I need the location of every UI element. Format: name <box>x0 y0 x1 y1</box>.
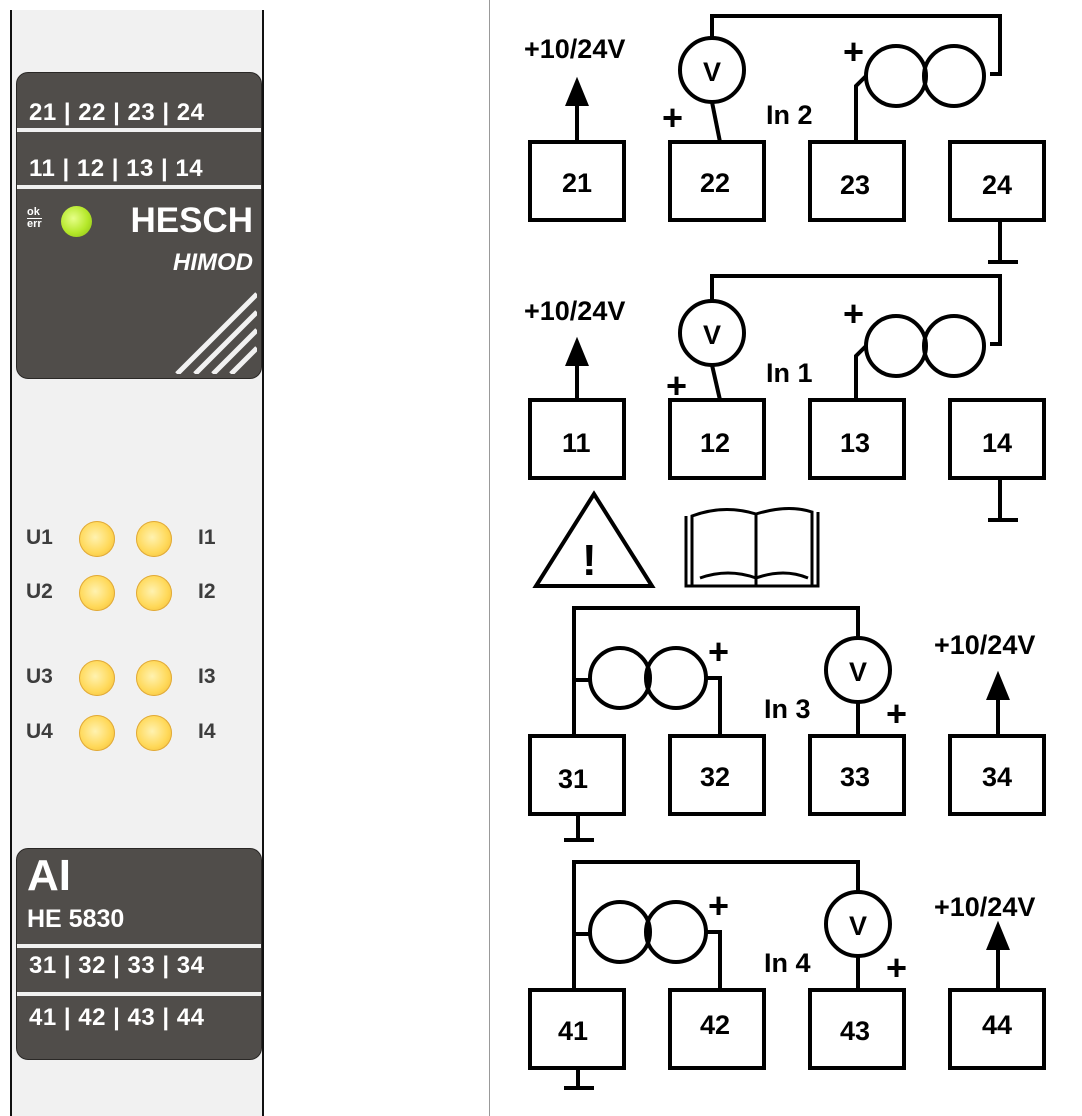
led-i4-icon <box>136 715 172 751</box>
terminal-box-32 <box>668 734 766 816</box>
terminal-row-31-34: 31 | 32 | 33 | 34 <box>29 952 205 979</box>
brand-name: HESCH <box>130 201 253 240</box>
led-label-i3: I3 <box>198 665 216 688</box>
status-label: ok err <box>27 207 42 230</box>
led-u1-icon <box>79 521 115 557</box>
terminal-number: 34 <box>982 762 1012 792</box>
supply-label: +10/24V <box>934 892 1035 922</box>
supply-arrow-icon <box>986 920 1010 950</box>
voltmeter-label: V <box>849 911 867 941</box>
terminal-box-14 <box>948 398 1046 480</box>
supply-label: +10/24V <box>934 630 1035 660</box>
top-terminal-panel: 21 | 22 | 23 | 24 11 | 12 | 13 | 14 ok e… <box>16 72 262 379</box>
terminal-number: 11 <box>562 428 591 458</box>
terminal-number: 13 <box>840 428 870 458</box>
terminal-box-22 <box>668 140 766 222</box>
divider-line <box>489 0 490 1116</box>
led-label-i4: I4 <box>198 720 216 743</box>
terminal-number: 22 <box>700 168 730 198</box>
terminal-number: 14 <box>982 428 1012 458</box>
input-label-in4: In 4 <box>764 948 811 978</box>
led-i2-icon <box>136 575 172 611</box>
warning-triangle-icon <box>532 490 656 588</box>
terminal-row-21-24: 21 | 22 | 23 | 24 <box>29 99 205 126</box>
status-err-label: err <box>27 218 42 230</box>
terminal-box-12 <box>668 398 766 480</box>
current-source-symbol <box>588 900 652 964</box>
led-i3-icon <box>136 660 172 696</box>
led-label-i1: I1 <box>198 526 216 549</box>
terminal-row-41-44: 41 | 42 | 43 | 44 <box>29 1004 205 1031</box>
led-label-u2: U2 <box>26 580 53 603</box>
supply-arrow-icon <box>565 336 589 366</box>
voltmeter-label: V <box>703 57 721 87</box>
terminal-number: 31 <box>558 764 588 794</box>
voltmeter-label: V <box>849 657 867 687</box>
bottom-terminal-panel: AI HE 5830 31 | 32 | 33 | 34 41 | 42 | 4… <box>16 848 262 1060</box>
led-i1-icon <box>136 521 172 557</box>
brand-stripes-icon <box>175 292 257 374</box>
terminal-number: 12 <box>700 428 730 458</box>
plus-sign: + <box>666 365 687 406</box>
terminal-number: 41 <box>558 1016 588 1046</box>
plus-sign: + <box>662 97 683 138</box>
separator <box>17 944 261 948</box>
status-led-icon <box>61 206 92 237</box>
separator <box>17 128 261 132</box>
plus-sign: + <box>708 885 729 926</box>
current-source-symbol <box>864 314 928 378</box>
plus-sign: + <box>886 947 907 988</box>
module-front-panel: 21 | 22 | 23 | 24 11 | 12 | 13 | 14 ok e… <box>10 10 264 1116</box>
warning-mark: ! <box>582 536 597 585</box>
plus-sign: + <box>886 693 907 734</box>
terminal-row-11-14: 11 | 12 | 13 | 14 <box>29 155 204 182</box>
terminal-number: 24 <box>982 170 1012 200</box>
led-u2-icon <box>79 575 115 611</box>
separator <box>17 185 261 189</box>
plus-sign: + <box>843 31 864 72</box>
status-ok-label: ok <box>27 206 42 219</box>
terminal-number: 23 <box>840 170 870 200</box>
terminal-box-24 <box>948 140 1046 222</box>
terminal-box-42 <box>668 988 766 1070</box>
terminal-number: 32 <box>700 762 730 792</box>
current-source-symbol <box>588 646 652 710</box>
supply-label: +10/24V <box>524 296 625 326</box>
led-label-i2: I2 <box>198 580 216 603</box>
product-name: HIMOD <box>173 249 253 276</box>
led-u3-icon <box>79 660 115 696</box>
plus-sign: + <box>708 631 729 672</box>
voltmeter-label: V <box>703 320 721 350</box>
terminal-number: 42 <box>700 1010 730 1040</box>
model-number: HE 5830 <box>27 905 125 933</box>
supply-arrow-icon <box>986 670 1010 700</box>
separator <box>17 992 261 996</box>
led-label-u4: U4 <box>26 720 53 743</box>
led-label-u3: U3 <box>26 665 53 688</box>
open-book-icon <box>684 507 820 588</box>
current-source-symbol <box>864 44 928 108</box>
terminal-number: 21 <box>562 168 592 198</box>
supply-arrow-icon <box>565 76 589 106</box>
input-label-in3: In 3 <box>764 694 811 724</box>
led-label-u1: U1 <box>26 526 53 549</box>
plus-sign: + <box>843 293 864 334</box>
input-label-in1: In 1 <box>766 358 813 388</box>
led-u4-icon <box>79 715 115 751</box>
supply-label: +10/24V <box>524 34 625 64</box>
input-label-in2: In 2 <box>766 100 813 130</box>
terminal-number: 43 <box>840 1016 870 1046</box>
model-code: AI <box>27 851 71 900</box>
terminal-number: 33 <box>840 762 870 792</box>
terminal-number: 44 <box>982 1010 1012 1040</box>
